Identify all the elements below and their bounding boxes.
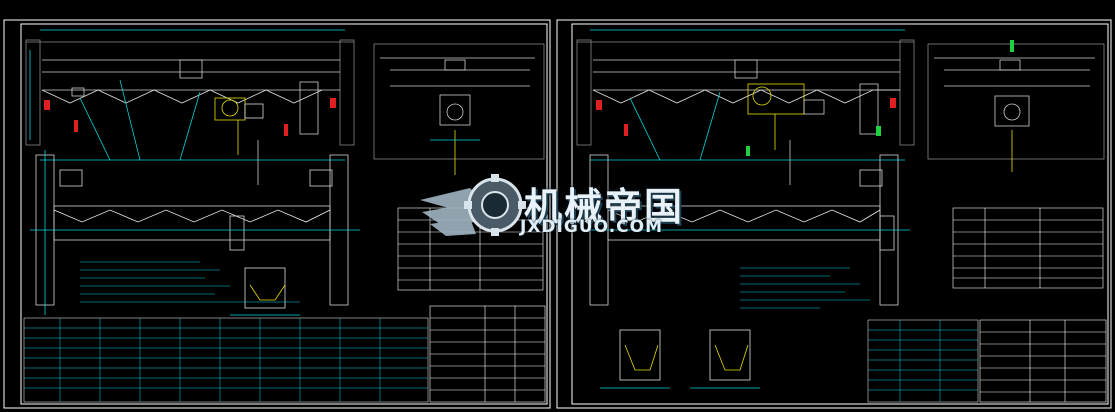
sheet-right-outer-border — [556, 19, 1112, 409]
right-parameter-table — [952, 207, 1104, 289]
right-plan-view — [585, 154, 910, 306]
left-title-block — [429, 305, 546, 403]
left-detail-section — [230, 267, 300, 316]
left-bom-table — [23, 317, 429, 403]
right-markers — [596, 98, 896, 156]
gear-logo-icon — [464, 174, 526, 236]
sheet-right-inner-border — [571, 23, 1109, 405]
right-bom-table — [867, 319, 979, 403]
left-notes — [80, 261, 300, 303]
sheet-left-inner-border — [20, 23, 548, 405]
sheet-left-outer-border — [3, 19, 551, 409]
sheet-right — [556, 19, 1112, 409]
left-side-view — [373, 43, 545, 175]
watermark-domain: JXDIGUO.COM — [520, 217, 664, 237]
right-notes — [740, 267, 870, 309]
left-red-markers — [44, 98, 336, 136]
right-title-block — [979, 319, 1107, 403]
right-detail-sections — [600, 329, 760, 389]
left-plan-view — [30, 150, 360, 315]
right-elevation-view — [576, 29, 915, 185]
sheet-left — [3, 19, 551, 409]
watermark-logo — [420, 174, 526, 236]
watermark-brand: 机械帝国 — [524, 185, 685, 229]
right-side-view — [927, 40, 1105, 172]
left-elevation-view — [25, 29, 355, 185]
